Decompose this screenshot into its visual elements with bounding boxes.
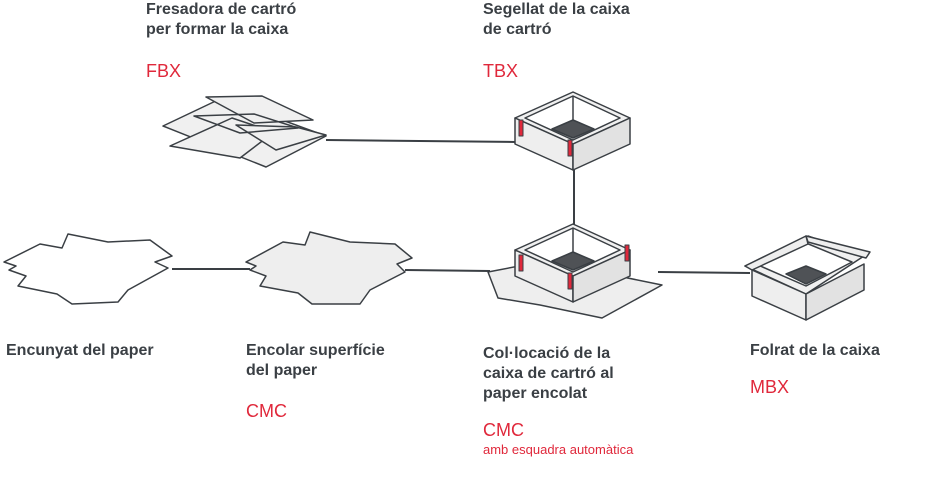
tbx-title-line1: Segellat de la caixa — [483, 1, 630, 18]
tbx-code: TBX — [483, 61, 519, 81]
collocacio-code: CMC — [483, 420, 524, 440]
encolar-title-line2: del paper — [246, 362, 318, 379]
fbx-code: FBX — [146, 61, 182, 81]
connector-collocacio-folrat — [657, 271, 751, 274]
connector-fbx-tbx — [325, 139, 517, 143]
collocacio-note: amb esquadra automàtica — [483, 442, 634, 457]
fbx-title-line1: Fresadora de cartró — [146, 1, 297, 18]
box-on-glued-paper-illustration — [487, 223, 663, 319]
flat-cardboard-blank-illustration — [162, 95, 327, 168]
tbx-title-line2: de cartró — [483, 21, 552, 38]
encunyat-title: Encunyat del paper — [6, 342, 154, 359]
collocacio-title-line3: paper encolat — [483, 385, 588, 402]
encolar-title-line1: Encolar superfície — [246, 342, 385, 359]
folrat-title: Folrat de la caixa — [750, 342, 880, 359]
glued-paper-illustration — [245, 231, 413, 305]
sealed-box-illustration — [514, 91, 631, 171]
fbx-title-line2: per formar la caixa — [146, 21, 289, 38]
collocacio-title-line2: caixa de cartró al — [483, 365, 614, 382]
die-cut-paper-illustration — [3, 233, 173, 305]
encolar-code: CMC — [246, 401, 287, 421]
connector-encolar-collocacio — [404, 269, 491, 272]
lined-box-illustration — [744, 235, 871, 321]
collocacio-title-line1: Col·locació de la — [483, 345, 611, 362]
folrat-code: MBX — [750, 377, 790, 397]
